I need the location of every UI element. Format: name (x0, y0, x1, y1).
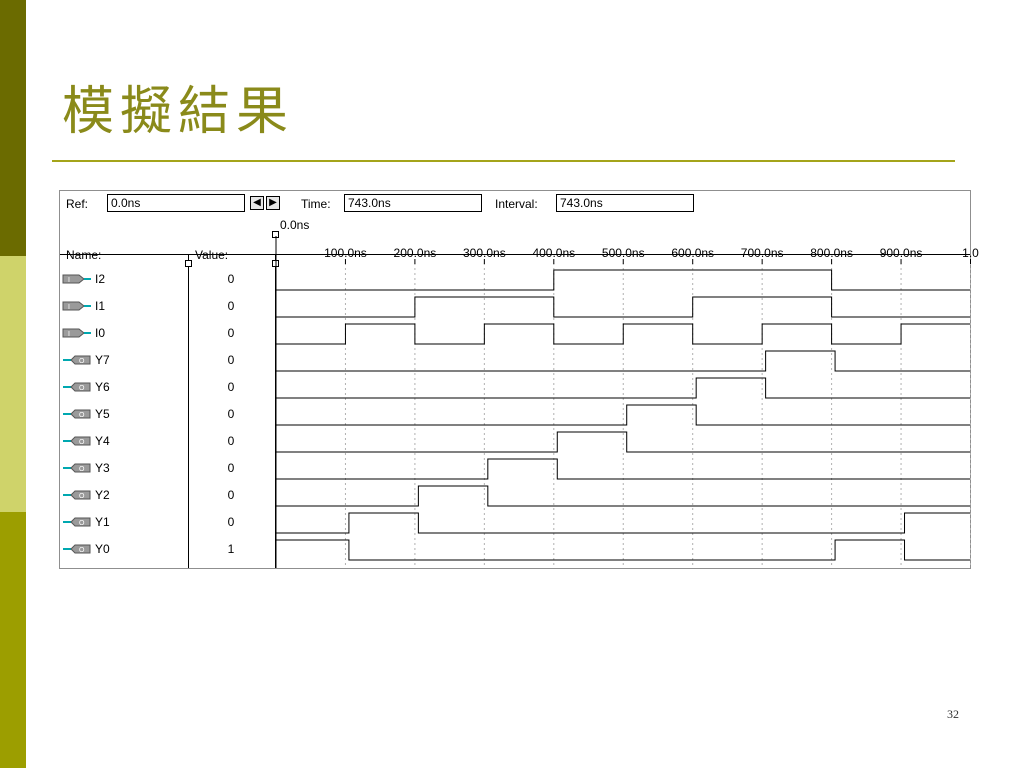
time-tick-label: 1.0 (962, 246, 979, 260)
time-field[interactable]: 743.0ns (344, 194, 482, 212)
signal-value: 0 (227, 407, 235, 421)
svg-text:I: I (68, 277, 70, 284)
svg-text:O: O (79, 520, 85, 527)
header-divider (60, 254, 970, 255)
slide-sidebar-mid (0, 512, 26, 768)
signal-row[interactable]: O Y7 0 (60, 347, 275, 374)
signal-value: 0 (227, 353, 235, 367)
output-pin-icon: O (63, 382, 91, 392)
svg-text:O: O (79, 466, 85, 473)
waveform-Y7 (276, 350, 970, 372)
signal-name: I1 (95, 299, 106, 313)
signal-name: Y2 (95, 488, 110, 502)
signal-name: Y7 (95, 353, 110, 367)
signal-row[interactable]: O Y1 0 (60, 509, 275, 536)
svg-text:O: O (79, 439, 85, 446)
waveform-I2 (276, 269, 970, 291)
signal-value: 0 (227, 272, 235, 286)
name-column-header: Name: (66, 248, 102, 262)
signal-name: Y0 (95, 542, 110, 556)
signal-row[interactable]: I I1 0 (60, 293, 275, 320)
signal-row[interactable]: O Y0 1 (60, 536, 275, 563)
signal-name: I0 (95, 326, 106, 340)
value-column-header: Value: (195, 248, 229, 262)
signal-row[interactable]: O Y2 0 (60, 482, 275, 509)
time-tick-label: 900.0ns (880, 246, 923, 260)
svg-text:O: O (79, 493, 85, 500)
ref-label: Ref: (66, 197, 89, 211)
signal-row[interactable]: O Y3 0 (60, 455, 275, 482)
signal-value: 0 (227, 488, 235, 502)
svg-text:O: O (79, 358, 85, 365)
input-pin-icon: I (62, 301, 91, 311)
waveform-editor: Ref: 0.0ns ◀ ▶ Time: 743.0ns Interval: 7… (59, 190, 979, 569)
interval-field[interactable]: 743.0ns (556, 194, 694, 212)
time-label: Time: (301, 197, 331, 211)
signal-name: Y4 (95, 434, 110, 448)
svg-text:O: O (79, 547, 85, 554)
waveform-I0 (276, 323, 970, 345)
signal-row[interactable]: O Y6 0 (60, 374, 275, 401)
waveform-Y1 (276, 512, 970, 534)
output-pin-icon: O (63, 355, 91, 365)
interval-label: Interval: (495, 197, 538, 211)
signal-value: 0 (227, 380, 235, 394)
input-pin-icon: I (62, 328, 91, 338)
signal-value: 0 (227, 326, 235, 340)
output-pin-icon: O (63, 409, 91, 419)
arrow-left-icon[interactable]: ◀ (250, 196, 264, 210)
waveform-Y0 (276, 539, 970, 561)
time-tick-label: 300.0ns (463, 246, 506, 260)
svg-text:I: I (68, 304, 70, 311)
output-pin-icon: O (63, 463, 91, 473)
time-tick-label: 200.0ns (394, 246, 437, 260)
signal-name: Y3 (95, 461, 110, 475)
output-pin-icon: O (63, 544, 91, 554)
output-pin-icon: O (63, 490, 91, 500)
slide-sidebar-dark (0, 0, 26, 256)
time-tick-label: 700.0ns (741, 246, 784, 260)
signal-name: Y6 (95, 380, 110, 394)
svg-text:O: O (79, 385, 85, 392)
slide-sidebar-light (0, 256, 26, 512)
page-number: 32 (947, 707, 959, 721)
output-pin-icon: O (63, 517, 91, 527)
signal-value: 1 (227, 542, 235, 556)
output-pin-icon: O (63, 436, 91, 446)
waveform-Y2 (276, 485, 970, 507)
time-tick-label: 100.0ns (324, 246, 367, 260)
time-tick-label: 400.0ns (532, 246, 575, 260)
signal-name: Y1 (95, 515, 110, 529)
signal-row[interactable]: I I0 0 (60, 320, 275, 347)
title-divider (52, 160, 955, 162)
slide-title: 模擬結果 (62, 82, 295, 142)
arrow-right-icon[interactable]: ▶ (266, 196, 280, 210)
time-tick-label: 500.0ns (602, 246, 645, 260)
ref-field[interactable]: 0.0ns (107, 194, 245, 212)
waveform-I1 (276, 296, 970, 318)
svg-text:I: I (68, 331, 70, 338)
signal-value: 0 (227, 434, 235, 448)
column-resize-handle[interactable] (185, 260, 192, 267)
time-tick-label: 600.0ns (671, 246, 714, 260)
waveform-Y5 (276, 404, 970, 426)
signal-name: Y5 (95, 407, 110, 421)
signal-row[interactable]: O Y5 0 (60, 401, 275, 428)
signal-value: 0 (227, 299, 235, 313)
waveform-Y6 (276, 377, 970, 399)
cursor-time-label: 0.0ns (280, 218, 310, 232)
waveform-Y3 (276, 458, 970, 480)
signal-row[interactable]: O Y4 0 (60, 428, 275, 455)
input-pin-icon: I (62, 274, 91, 284)
signal-value: 0 (227, 515, 235, 529)
time-tick-label: 800.0ns (810, 246, 853, 260)
waveform-Y4 (276, 431, 970, 453)
signal-name: I2 (95, 272, 106, 286)
name-column-divider[interactable] (188, 254, 189, 568)
signal-row[interactable]: I I2 0 (60, 266, 275, 293)
svg-text:O: O (79, 412, 85, 419)
signal-value: 0 (227, 461, 235, 475)
